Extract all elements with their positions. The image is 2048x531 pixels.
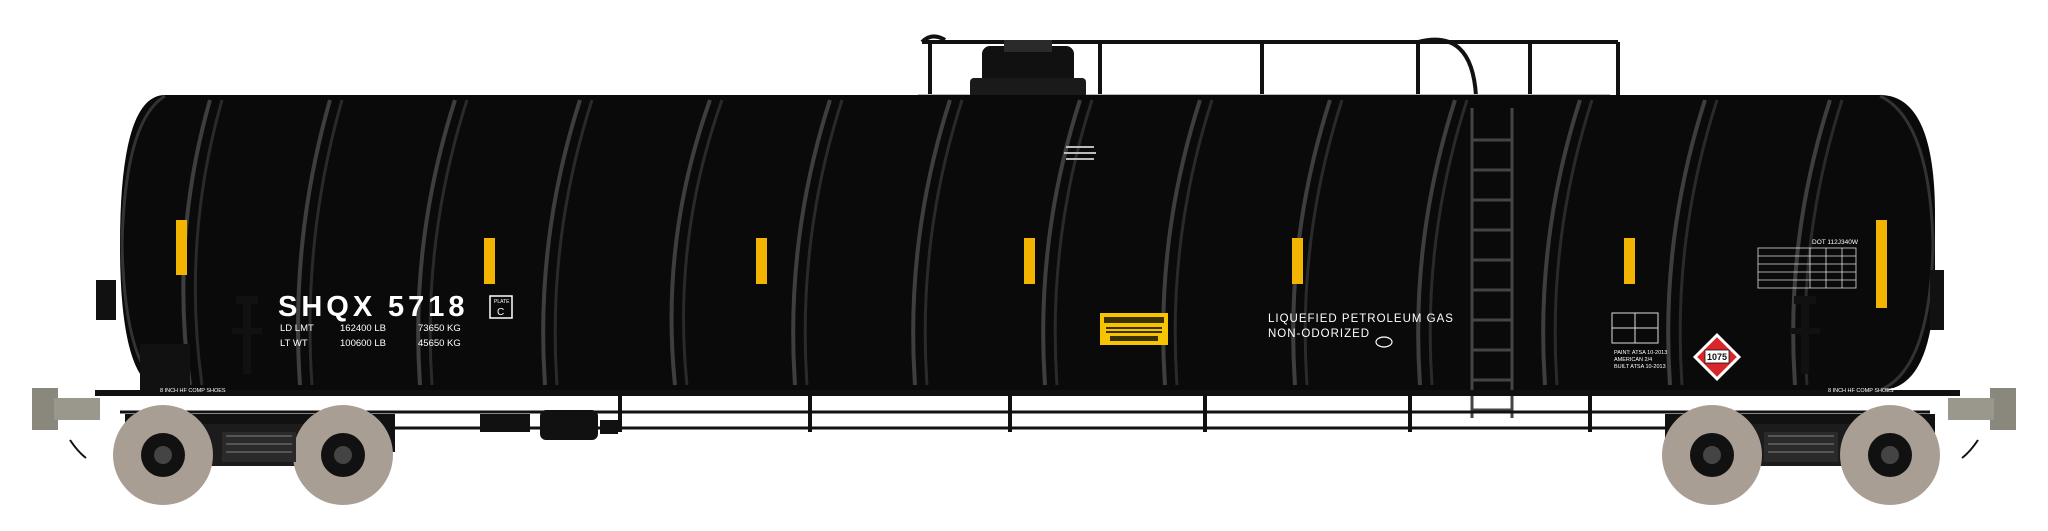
brake-cylinder: [480, 410, 618, 440]
side-ladder: [1470, 108, 1514, 418]
left-end-fittings: [96, 280, 262, 390]
side-sill: [95, 390, 1960, 396]
left-truck: [113, 405, 395, 505]
brake-note-left: 8 INCH HF COMP SHOES: [160, 388, 226, 394]
reporting-mark: SHQX: [278, 291, 376, 323]
ld-lmt-lb: 162400 LB: [340, 323, 386, 334]
left-coupler: [32, 388, 100, 459]
ld-lmt-label: LD LMT: [280, 323, 314, 334]
manway: [970, 40, 1086, 98]
lt-wt-label: LT WT: [280, 338, 308, 349]
lt-wt-kg: 45650 KG: [418, 338, 461, 349]
data-table: [1757, 247, 1857, 289]
ld-lmt-kg: 73650 KG: [418, 323, 461, 334]
date-line-2: AMERICAN 2/4: [1614, 357, 1652, 363]
plate-label: PLATE: [494, 299, 510, 305]
commodity-line-2: NON-ODORIZED: [1268, 328, 1370, 340]
builder-logo: [1375, 336, 1393, 348]
date-line-1: PAINT: ATSA 10-2013: [1614, 350, 1667, 356]
center-fine-print: [1064, 146, 1096, 160]
date-line-3: BUILT ATSA 10-2013: [1614, 364, 1666, 370]
commodity-line-1: LIQUEFIED PETROLEUM GAS: [1268, 313, 1454, 325]
tank-right-head-edge: [1879, 94, 1935, 392]
inspection-stencil: [1611, 312, 1659, 344]
right-end-fittings: [1790, 270, 1944, 374]
warning-plate: [1100, 313, 1168, 345]
right-coupler: [1948, 388, 2016, 459]
dot-spec: DOT 112J340W: [1812, 239, 1859, 246]
car-number: 5718: [388, 291, 469, 323]
lt-wt-lb: 100600 LB: [340, 338, 386, 349]
plate-box: PLATE C: [489, 295, 513, 319]
hazmat-number: 1075: [1707, 352, 1727, 362]
underframe-hangers: [618, 390, 1592, 432]
right-truck: [1662, 405, 1940, 505]
plate-value: C: [497, 307, 504, 318]
brake-note-right: 8 INCH HF COMP SHOES: [1828, 388, 1894, 394]
yellow-reflectors: [176, 220, 1887, 308]
tank-seams-double: [193, 99, 1844, 386]
